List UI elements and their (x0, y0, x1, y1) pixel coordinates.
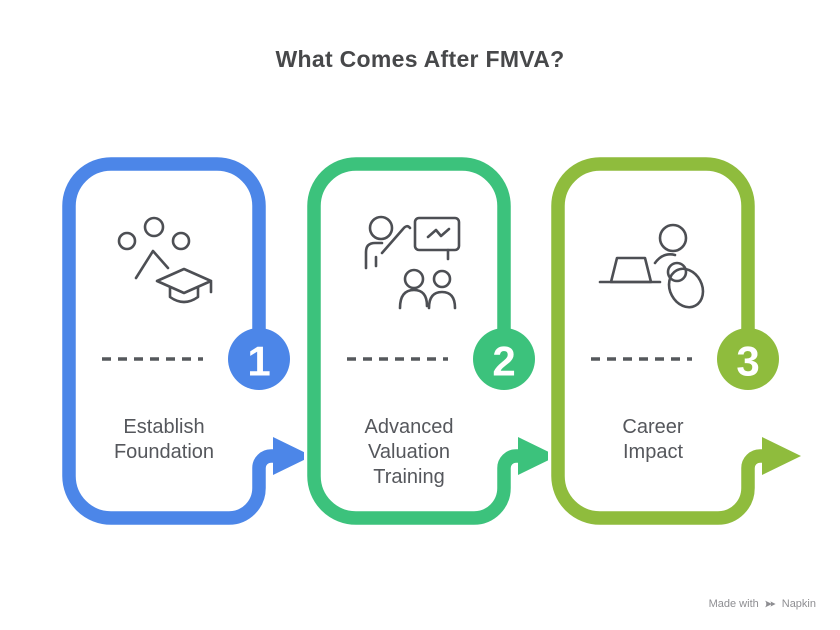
card-border (62, 157, 274, 525)
step-number: 3 (736, 338, 759, 385)
step-label-line: Foundation (114, 441, 214, 463)
step-number-badge (228, 328, 290, 390)
step-label-line: Training (373, 466, 445, 488)
step-label-line: Impact (623, 441, 683, 463)
napkin-logo-icon (764, 598, 777, 610)
next-step-arrow-icon (518, 437, 557, 475)
step-number: 2 (492, 338, 515, 385)
person-laptop-icon (598, 223, 705, 309)
step-label-line: Advanced (365, 416, 454, 438)
card-border (551, 157, 763, 525)
watermark-brand: Napkin (781, 598, 816, 610)
step-number-badge (473, 328, 535, 390)
presentation-training-icon (364, 215, 461, 310)
step-number: 1 (247, 338, 270, 385)
step-label-line: Establish (123, 416, 204, 438)
watermark: Made with Napkin (709, 598, 816, 610)
card-border (307, 157, 519, 525)
step-label-line: Career (622, 416, 683, 438)
graduation-cap-icon (117, 216, 213, 304)
watermark-prefix: Made with (708, 598, 759, 610)
next-step-arrow-icon (762, 437, 801, 475)
step-label-line: Valuation (368, 441, 450, 463)
step-number-badge (717, 328, 779, 390)
page-title: What Comes After FMVA? (275, 46, 565, 72)
next-step-arrow-icon (273, 437, 312, 475)
